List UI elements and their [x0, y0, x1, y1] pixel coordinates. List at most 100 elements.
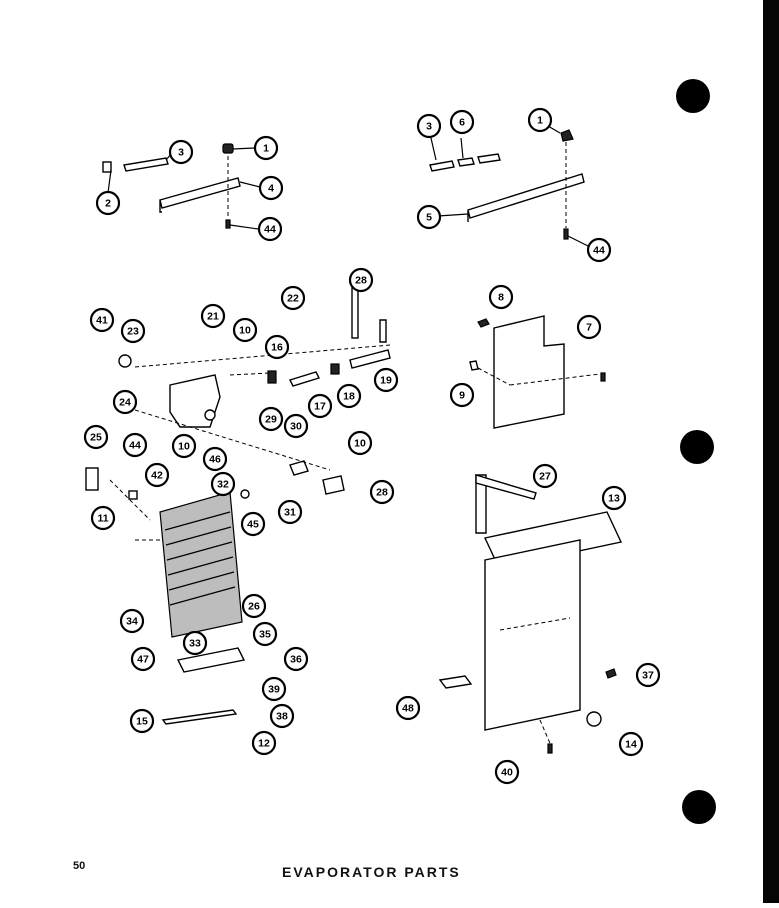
callout-36: 36	[283, 646, 309, 672]
cover-panel-part	[493, 315, 565, 429]
svg-text:6: 6	[459, 117, 465, 129]
svg-text:19: 19	[380, 375, 392, 387]
callout-11: 11	[90, 505, 116, 531]
svg-text:47: 47	[137, 654, 149, 666]
svg-text:46: 46	[209, 454, 221, 466]
svg-text:28: 28	[355, 275, 367, 287]
svg-text:27: 27	[539, 471, 551, 483]
svg-text:31: 31	[284, 507, 296, 519]
top-right-rail-assembly	[429, 125, 591, 248]
callout-15: 15	[129, 708, 155, 734]
svg-text:39: 39	[268, 684, 280, 696]
cap-part-right	[560, 129, 574, 142]
callout-28: 28	[348, 267, 374, 293]
callout-3: 3	[168, 139, 194, 165]
svg-text:36: 36	[290, 654, 302, 666]
svg-text:22: 22	[287, 293, 299, 305]
svg-text:44: 44	[593, 245, 605, 257]
rail-pin-part	[123, 157, 169, 172]
callout-42: 42	[144, 462, 170, 488]
binder-hole	[682, 790, 716, 824]
svg-text:30: 30	[290, 421, 302, 433]
page-title: EVAPORATOR PARTS	[282, 864, 461, 880]
callout-1: 1	[527, 107, 553, 133]
callout-7: 7	[576, 314, 602, 340]
callout-13: 13	[601, 485, 627, 511]
shelf-rail-part-right	[467, 173, 585, 222]
svg-text:24: 24	[119, 397, 131, 409]
callout-26: 26	[241, 593, 267, 619]
callout-6: 6	[449, 109, 475, 135]
evaporator-housing-assembly	[438, 474, 623, 754]
callout-47: 47	[130, 646, 156, 672]
callout-8: 8	[488, 284, 514, 310]
pin-part-b	[477, 153, 501, 164]
svg-text:5: 5	[426, 212, 432, 224]
evaporator-cover-assembly	[469, 315, 606, 429]
svg-text:10: 10	[354, 438, 366, 450]
tube-part	[289, 371, 320, 387]
svg-text:18: 18	[343, 391, 355, 403]
callout-34: 34	[119, 608, 145, 634]
svg-text:33: 33	[189, 638, 201, 650]
svg-text:21: 21	[207, 311, 219, 323]
callout-32: 32	[210, 471, 236, 497]
cap-part-mid	[330, 363, 340, 375]
back-panel-part	[484, 539, 581, 731]
screw-part-housing	[605, 668, 617, 679]
callout-9: 9	[449, 382, 475, 408]
svg-text:48: 48	[402, 703, 414, 715]
callout-24: 24	[112, 389, 138, 415]
page-number: 50	[73, 860, 86, 872]
callout-44: 44	[122, 432, 148, 458]
svg-text:9: 9	[459, 390, 465, 402]
callout-27: 27	[532, 463, 558, 489]
callout-40: 40	[494, 759, 520, 785]
svg-text:14: 14	[625, 739, 637, 751]
svg-text:25: 25	[90, 432, 102, 444]
switch-part	[322, 475, 345, 495]
callout-3: 3	[416, 113, 442, 139]
svg-text:16: 16	[271, 342, 283, 354]
end-cap-part	[102, 161, 112, 173]
callout-18: 18	[336, 383, 362, 409]
callout-38: 38	[269, 703, 295, 729]
callout-44: 44	[586, 237, 612, 263]
svg-text:45: 45	[247, 519, 259, 531]
svg-text:35: 35	[259, 629, 271, 641]
callout-19: 19	[373, 367, 399, 393]
binder-hole	[676, 79, 710, 113]
seal-strip-part	[475, 474, 487, 534]
svg-text:4: 4	[268, 183, 274, 195]
svg-text:42: 42	[151, 470, 163, 482]
svg-text:44: 44	[129, 440, 141, 452]
bracket-small-part	[349, 349, 391, 369]
callout-1: 1	[253, 135, 279, 161]
callout-23: 23	[120, 318, 146, 344]
shelf-rail-part	[159, 177, 241, 213]
svg-text:37: 37	[642, 670, 654, 682]
svg-text:40: 40	[501, 767, 513, 779]
svg-text:10: 10	[239, 325, 251, 337]
svg-text:3: 3	[426, 121, 432, 133]
svg-text:13: 13	[608, 493, 620, 505]
binder-spine	[763, 0, 779, 903]
svg-text:29: 29	[265, 414, 277, 426]
rod-part	[351, 287, 359, 339]
callout-48: 48	[395, 695, 421, 721]
svg-text:1: 1	[537, 115, 543, 127]
callout-16: 16	[264, 334, 290, 360]
callout-10: 10	[232, 317, 258, 343]
svg-text:7: 7	[586, 322, 592, 334]
svg-text:8: 8	[498, 292, 504, 304]
svg-text:41: 41	[96, 315, 108, 327]
callout-25: 25	[83, 424, 109, 450]
callout-46: 46	[202, 446, 228, 472]
screw-part	[225, 219, 231, 229]
callout-5: 5	[416, 204, 442, 230]
callout-4: 4	[258, 175, 284, 201]
grommet-part	[267, 370, 277, 384]
svg-text:2: 2	[105, 198, 111, 210]
callout-14: 14	[618, 731, 644, 757]
